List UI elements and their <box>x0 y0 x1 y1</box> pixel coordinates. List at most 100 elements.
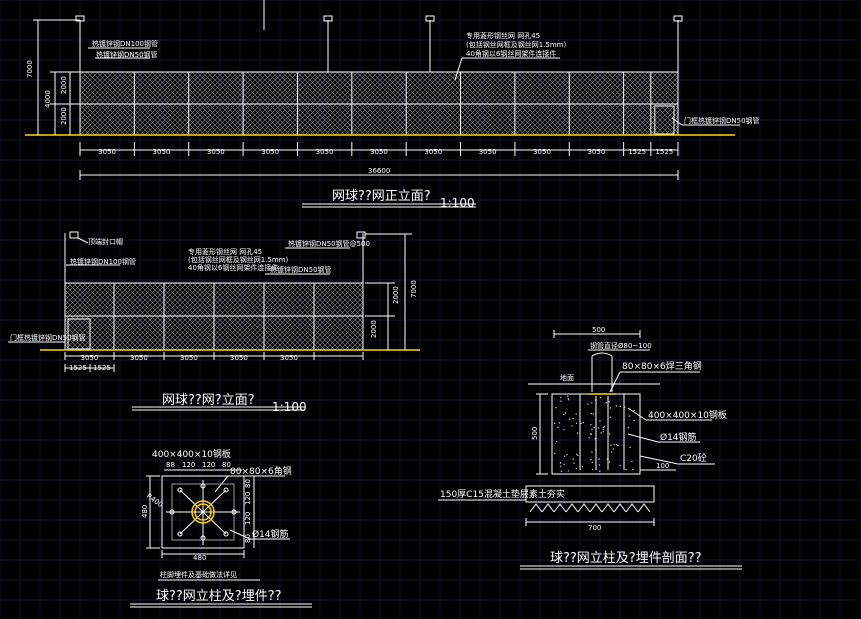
front-elevation-title-group: 网球??网正立面? 1:100 <box>302 189 476 210</box>
concrete-dot <box>575 468 578 470</box>
side-bay-dim: 3050 <box>230 354 248 362</box>
concrete-dot <box>609 416 612 418</box>
front-bay-dim: 3050 <box>316 148 334 156</box>
soil-mark <box>553 503 567 513</box>
section-base-label: 150厚C15混凝土垫层素土夯实 <box>440 488 565 500</box>
side-elevation-drawing: 7000 2000 2000 顶端封口帽 热镀锌钢DN100钢管 热镀锌钢DN5… <box>8 231 420 414</box>
concrete-dot <box>602 428 604 431</box>
embed-plan-title: 球??网立柱及?埋件?? <box>156 589 282 604</box>
concrete-dot <box>560 396 562 399</box>
section-soil-hatch <box>529 503 651 513</box>
concrete-dot <box>632 469 634 471</box>
soil-mark <box>541 503 555 513</box>
concrete-dot <box>563 463 565 465</box>
front-height-dim-mesh: 4000 <box>44 90 52 108</box>
soil-mark <box>601 503 615 513</box>
concrete-dot <box>619 464 621 467</box>
front-light-cap <box>425 15 435 22</box>
concrete-dot <box>555 407 557 409</box>
concrete-dot <box>572 417 574 420</box>
concrete-dot <box>599 470 601 472</box>
concrete-dot <box>615 405 618 407</box>
section-pipe-label: 钢管直径Ø80~100 <box>590 341 652 350</box>
plan-side-dim: 120 <box>244 492 252 505</box>
side-notes: 顶端封口帽 热镀锌钢DN100钢管 热镀锌钢DN50钢管@500 热镀锌钢DN5… <box>8 237 370 343</box>
plan-rod-label: Ø14钢筋 <box>252 528 289 540</box>
concrete-dot <box>610 444 612 446</box>
concrete-dot <box>581 466 584 468</box>
plan-top-dim: 88 <box>166 461 175 469</box>
concrete-dot <box>619 405 622 408</box>
front-bay-dim: 3050 <box>370 148 388 156</box>
front-bay-dim: 1525 <box>628 148 646 156</box>
front-mesh-panels <box>79 71 679 136</box>
concrete-dot <box>590 433 592 435</box>
plan-size-bottom: 480 <box>193 554 206 562</box>
side-elevation-title-group: 网球??网?立面? 1:100 <box>132 393 307 414</box>
section-top-dim: 500 <box>592 326 605 334</box>
concrete-dot <box>593 426 595 429</box>
concrete-dot <box>566 454 568 456</box>
front-total-dim: 36600 <box>368 167 390 175</box>
concrete-dot <box>560 465 562 468</box>
concrete-dot <box>608 433 611 435</box>
concrete-dot <box>610 451 613 453</box>
front-door-note-text: 门框热镀锌钢DN50钢管 <box>684 116 760 125</box>
plan-side-dim: 120 <box>244 512 252 525</box>
soil-mark <box>565 503 579 513</box>
front-bay-dim: 3050 <box>587 148 605 156</box>
plan-bolt-hole <box>223 531 229 537</box>
concrete-dot <box>598 464 601 466</box>
concrete-dot <box>603 425 606 428</box>
plan-side-dim: 80 <box>244 479 252 488</box>
plan-size-left: 480 <box>141 505 149 518</box>
side-height-dim-upper: 2000 <box>392 286 400 304</box>
soil-mark <box>589 503 603 513</box>
concrete-dot <box>599 420 601 422</box>
concrete-dot <box>591 451 593 453</box>
section-side-dim: 100 <box>656 462 669 470</box>
concrete-dot <box>573 462 575 464</box>
front-bay-dim: 3050 <box>261 148 279 156</box>
concrete-dot <box>612 448 615 450</box>
front-light-cap <box>75 15 85 22</box>
front-height-dim-upper: 2000 <box>60 76 68 94</box>
soil-mark <box>637 503 651 513</box>
concrete-dot <box>633 420 635 422</box>
soil-mark <box>529 503 543 513</box>
concrete-dot <box>588 437 590 439</box>
concrete-dot <box>616 444 618 446</box>
concrete-dot <box>628 415 630 417</box>
concrete-dot <box>605 401 608 404</box>
plan-base-plate <box>161 475 245 549</box>
plan-bolt-holes <box>169 483 237 541</box>
front-light-cap <box>323 15 333 22</box>
concrete-dot <box>569 418 571 420</box>
concrete-dot <box>560 400 562 402</box>
concrete-dot <box>608 461 611 463</box>
front-bay-dim: 3050 <box>479 148 497 156</box>
concrete-dot <box>576 453 578 455</box>
concrete-dot <box>625 468 627 471</box>
concrete-dot <box>582 421 585 424</box>
front-mesh-note: 专用菱形钢丝网 网孔45 (包括钢丝网框及钢丝网1.5mm) 40角钢以6钢丝网… <box>454 31 567 81</box>
section-angle-label: 80×80×6焊三角钢 <box>622 360 702 372</box>
front-post-notes: 热镀锌钢DN100钢管 热镀锌钢DN50钢管 <box>88 39 158 59</box>
concrete-dot <box>564 412 567 414</box>
section-depth-dim: 500 <box>531 427 539 440</box>
section-concrete-hatch <box>553 395 635 472</box>
side-mesh-note-3: 40角钢以6钢丝网架件连接件 <box>188 263 278 272</box>
concrete-dot <box>609 407 612 409</box>
front-note-dn100: 热镀锌钢DN100钢管 <box>92 39 158 48</box>
front-bay-dim: 3050 <box>533 148 551 156</box>
concrete-dot <box>563 455 566 457</box>
front-posts <box>75 15 683 72</box>
concrete-dot <box>629 446 631 449</box>
soil-mark <box>577 503 591 513</box>
section-base-slab <box>525 485 655 503</box>
plan-bolt-hole <box>200 483 206 489</box>
